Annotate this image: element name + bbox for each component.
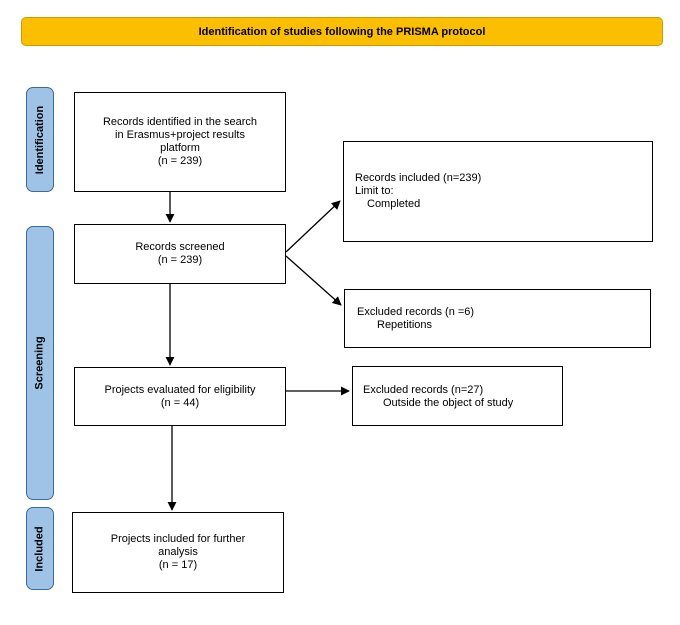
- diagram-title-banner: Identification of studies following the …: [21, 17, 663, 46]
- excluded-repetitions-box: Excluded records (n =6) Repetitions: [344, 289, 651, 348]
- arrow-screened-to-included-records: [285, 200, 341, 253]
- phase-identification: Identification: [26, 87, 54, 192]
- projects-included-count: (n = 17): [158, 559, 198, 571]
- records-included-line-2: Limit to:: [355, 185, 394, 197]
- records-included-line-3: Completed: [367, 198, 421, 210]
- excluded-repetitions-line-1: Excluded records (n =6): [357, 306, 475, 318]
- excluded-outside-line-1: Excluded records (n=27): [363, 384, 484, 396]
- records-screened-box: Records screened (n = 239): [74, 224, 286, 284]
- arrow-screened-to-excluded-repetitions: [285, 255, 342, 306]
- phase-screening: Screening: [26, 226, 54, 500]
- diagram-title: Identification of studies following the …: [198, 25, 486, 38]
- excluded-outside-box: Excluded records (n=27) Outside the obje…: [352, 366, 563, 426]
- records-screened-line-1: Records screened: [135, 241, 225, 253]
- projects-evaluated-count: (n = 44): [160, 396, 200, 409]
- phase-included: Included: [26, 507, 54, 590]
- excluded-repetitions-line-2: Repetitions: [377, 319, 433, 331]
- records-identified-line-2: in Erasmus+project results: [115, 129, 245, 141]
- projects-evaluated-box: Projects evaluated for eligibility (n = …: [74, 367, 286, 426]
- records-included-box: Records included (n=239) Limit to: Compl…: [343, 141, 653, 242]
- projects-included-line-2: analysis: [158, 546, 198, 558]
- records-identified-line-1: Records identified in the search: [102, 116, 258, 128]
- records-identified-line-3: platform: [160, 142, 200, 154]
- records-identified-box: Records identified in the search in Eras…: [74, 92, 286, 192]
- projects-included-box: Projects included for further analysis (…: [72, 512, 284, 593]
- records-screened-count: (n = 239): [157, 254, 203, 266]
- records-included-line-1: Records included (n=239): [355, 172, 482, 184]
- excluded-outside-line-2: Outside the object of study: [383, 397, 514, 409]
- projects-included-line-1: Projects included for further: [110, 533, 246, 545]
- projects-evaluated-line-1: Projects evaluated for eligibility: [104, 383, 256, 396]
- records-identified-count: (n = 239): [157, 155, 203, 167]
